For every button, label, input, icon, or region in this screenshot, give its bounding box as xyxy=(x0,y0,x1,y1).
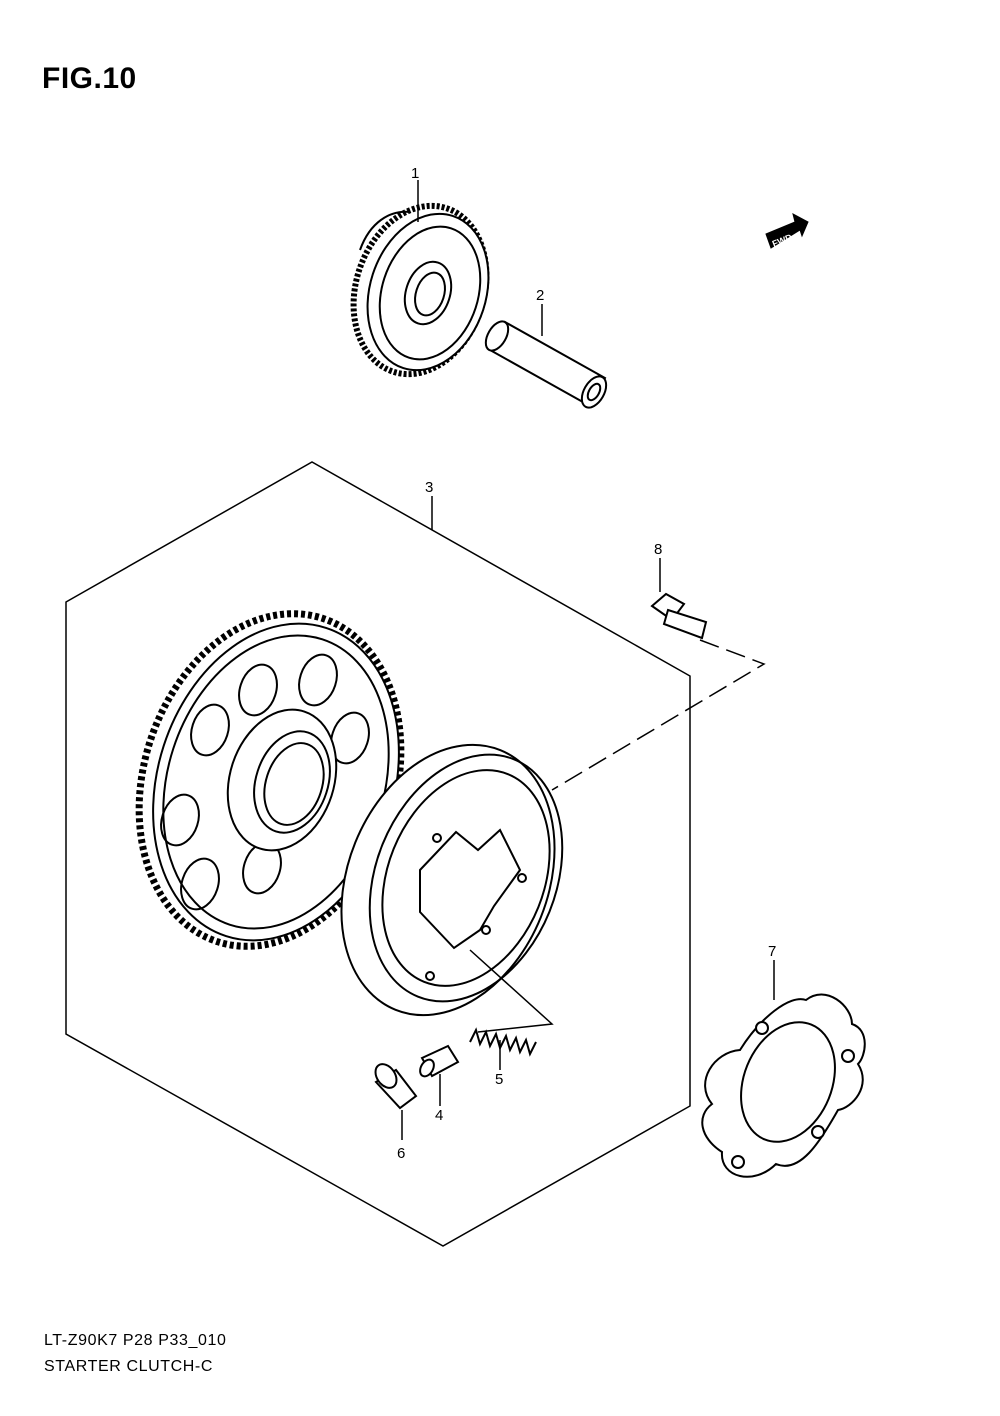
callout-2: 2 xyxy=(536,287,544,304)
callout-5: 5 xyxy=(495,1071,503,1088)
fwd-arrow-icon: FWD xyxy=(765,213,809,249)
figure-code: LT-Z90K7 P28 P33_010 xyxy=(44,1332,227,1349)
plate xyxy=(701,993,866,1178)
callout-7: 7 xyxy=(768,943,776,960)
spring xyxy=(469,1027,537,1057)
bolt xyxy=(650,592,708,640)
figure-name: STARTER CLUTCH-C xyxy=(44,1358,214,1375)
assembly-box xyxy=(65,461,691,1247)
roller xyxy=(374,1063,418,1110)
callout-8: 8 xyxy=(654,541,662,558)
callout-3: 3 xyxy=(425,479,433,496)
callout-4: 4 xyxy=(435,1107,443,1124)
bolt-dashed-line xyxy=(551,639,766,791)
idle-gear xyxy=(350,202,490,378)
clutch-body xyxy=(340,743,564,1017)
spring-guide-line xyxy=(469,949,554,1033)
gear-shaft xyxy=(484,320,608,409)
callout-1: 1 xyxy=(411,165,419,182)
pin xyxy=(419,1044,460,1078)
callout-6: 6 xyxy=(397,1145,405,1162)
figure-title: FIG.10 xyxy=(42,62,137,95)
